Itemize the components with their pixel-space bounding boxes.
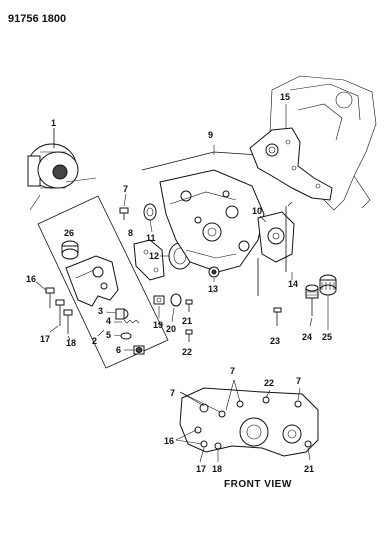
timing-cover-part [159, 169, 265, 273]
washer-20-part [170, 293, 182, 307]
fv-callout-16: 16 [164, 436, 174, 446]
bolt-22-part [185, 329, 193, 342]
relief-plunger-part [115, 308, 129, 320]
callout-15: 15 [280, 92, 290, 102]
front-view-caption: FRONT VIEW [224, 479, 292, 490]
callout-4: 4 [106, 316, 111, 326]
bolt-18-part [63, 309, 73, 334]
plate-15-part [249, 127, 333, 201]
callout-25: 25 [322, 332, 332, 342]
fv-callout-7a: 7 [170, 388, 175, 398]
callout-13: 13 [208, 284, 218, 294]
callout-5: 5 [106, 330, 111, 340]
callout-11: 11 [146, 233, 156, 243]
callout-2: 2 [92, 336, 97, 346]
bolt-7-part [119, 207, 129, 220]
callout-20: 20 [166, 324, 176, 334]
pump-housing-part [65, 255, 119, 307]
fv-callout-21: 21 [304, 464, 314, 474]
callout-12: 12 [149, 251, 159, 261]
crankshaft-pulley-part [27, 143, 79, 189]
callout-14: 14 [288, 279, 298, 289]
callout-1: 1 [51, 118, 56, 128]
callout-19: 19 [153, 320, 163, 330]
callout-3: 3 [98, 306, 103, 316]
cap-26-part [61, 240, 79, 260]
gasket-5-part [120, 332, 132, 340]
callout-7: 7 [123, 184, 128, 194]
callout-16: 16 [26, 274, 36, 284]
relief-spring-part [123, 319, 140, 324]
callout-6: 6 [116, 345, 121, 355]
callout-8: 8 [128, 228, 133, 238]
callout-17: 17 [40, 334, 50, 344]
callout-23: 23 [270, 336, 280, 346]
bolt-21-part [185, 299, 193, 312]
fv-callout-7c: 7 [296, 376, 301, 386]
fv-callout-22: 22 [264, 378, 274, 388]
gasket-8-part [133, 239, 165, 281]
plug-6-part [133, 345, 145, 355]
front-view-cover-part [179, 387, 319, 457]
pump-group-box [37, 195, 169, 369]
fv-callout-7b: 7 [230, 366, 235, 376]
callout-22: 22 [182, 347, 192, 357]
callout-10: 10 [252, 206, 262, 216]
seal-11-part [143, 203, 157, 221]
fv-callout-17: 17 [196, 464, 206, 474]
callout-26: 26 [64, 228, 74, 238]
callout-9: 9 [208, 130, 213, 140]
bolt-17-part [55, 299, 65, 326]
callout-24: 24 [302, 332, 312, 342]
gear-24-part [305, 284, 319, 316]
seal-13-part [208, 266, 220, 278]
gear-25-part [319, 274, 337, 296]
bolt-23-part [273, 307, 282, 326]
callout-18: 18 [66, 338, 76, 348]
diagram-code: 91756 1800 [8, 13, 66, 25]
bolt-19-part [153, 295, 165, 305]
pump-gear-10-part [257, 211, 295, 263]
fv-callout-18: 18 [212, 464, 222, 474]
callout-21: 21 [182, 316, 192, 326]
bolt-16-part [45, 287, 55, 308]
